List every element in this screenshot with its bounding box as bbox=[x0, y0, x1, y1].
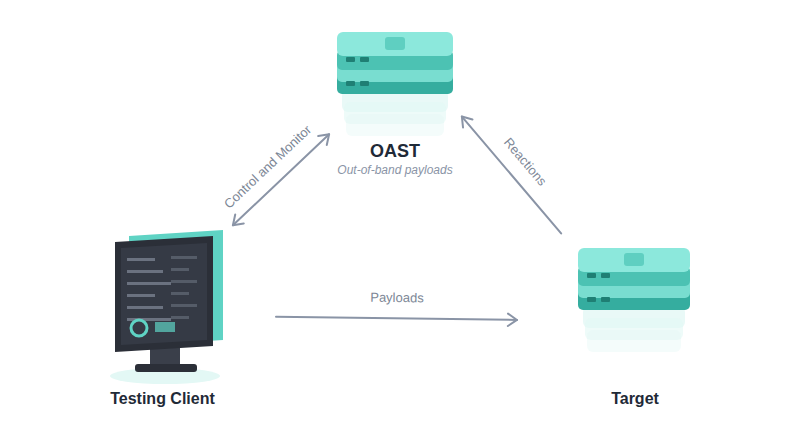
arrow-connector bbox=[276, 314, 517, 326]
edge-label: Payloads bbox=[370, 290, 424, 307]
node-title: OAST bbox=[332, 140, 458, 162]
node-subtitle: Out-of-band payloads bbox=[332, 162, 458, 178]
node-box: Testing Client bbox=[95, 228, 230, 410]
node-title: Testing Client bbox=[95, 388, 230, 410]
arrow-connector bbox=[462, 117, 561, 234]
node-box: OASTOut-of-band payloads bbox=[332, 28, 458, 178]
edge-label: Control and Monitor bbox=[221, 122, 315, 212]
monitor-illustration bbox=[95, 228, 230, 388]
server-illustration bbox=[332, 28, 458, 140]
node-title: Target bbox=[565, 388, 705, 410]
edge-label: Reactions bbox=[500, 135, 550, 189]
server-illustration bbox=[565, 238, 705, 388]
node-box: Target bbox=[565, 238, 705, 410]
